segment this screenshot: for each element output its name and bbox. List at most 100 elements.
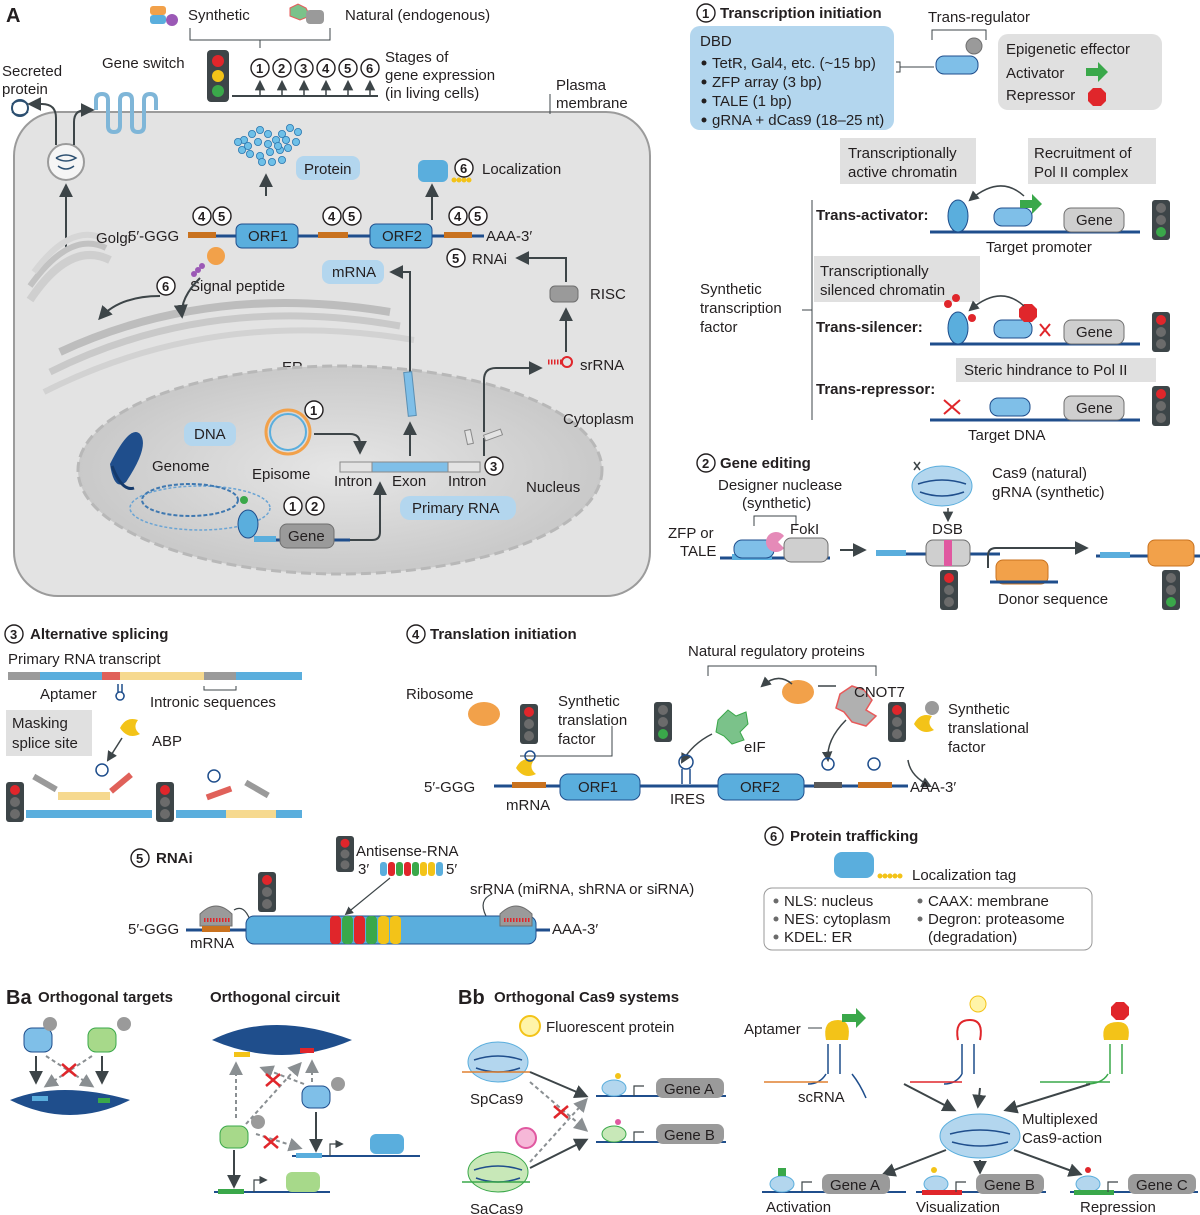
svg-text:transcription: transcription	[700, 300, 782, 317]
svg-text:SaCas9: SaCas9	[470, 1201, 523, 1215]
svg-text:ORF1: ORF1	[578, 779, 618, 796]
svg-text:Intron: Intron	[448, 473, 486, 490]
svg-text:5: 5	[474, 209, 481, 224]
activator-icon	[1086, 62, 1108, 82]
eif-icon	[715, 709, 749, 745]
svg-text:5: 5	[452, 251, 459, 266]
svg-text:Recruitment of: Recruitment of	[1034, 145, 1132, 162]
utr-stage-5-badge: 5	[342, 206, 362, 226]
target-site-segment	[342, 916, 353, 944]
svg-text:4: 4	[454, 209, 462, 224]
silencer-complex	[944, 294, 1051, 345]
orf2-box	[369, 223, 433, 249]
svg-text:4: 4	[322, 61, 330, 76]
ires-hairpin	[678, 754, 694, 770]
signal-peptide-icon	[191, 247, 225, 277]
svg-text:Gene B: Gene B	[664, 1127, 715, 1144]
primary-rna-intron-left	[339, 461, 373, 473]
svg-text:Gene: Gene	[1076, 400, 1113, 417]
activator-complex	[947, 185, 1042, 233]
primary-rna-exon	[371, 461, 449, 473]
svg-text:5′-GGG: 5′-GGG	[128, 228, 179, 245]
svg-text:5: 5	[218, 209, 225, 224]
risc-icon	[549, 285, 579, 303]
svg-text:Exon: Exon	[392, 473, 426, 490]
svg-text:Bb: Bb	[458, 987, 485, 1009]
svg-text:gene expression: gene expression	[385, 67, 495, 84]
stage-5-badge: 5	[338, 58, 358, 78]
target-site-segment	[390, 916, 401, 944]
spcas9-icon	[462, 1041, 530, 1083]
svg-text:Antisense-RNA: Antisense-RNA	[356, 843, 459, 860]
svg-text:Target promoter: Target promoter	[986, 239, 1092, 256]
traffic-light-off-icon	[6, 782, 24, 822]
gene-box-nucleus	[279, 523, 335, 549]
sacas9-icon	[462, 1151, 530, 1193]
svg-text:Gene: Gene	[1076, 324, 1113, 341]
stage-6-badge: 6	[360, 58, 380, 78]
gene-switch-label: Gene switch	[102, 55, 185, 72]
orf2-translation-box	[717, 773, 805, 801]
epigenetic-effector-box	[998, 34, 1162, 110]
svg-text:(in living cells): (in living cells)	[385, 85, 479, 102]
svg-text:6: 6	[770, 829, 777, 844]
svg-text:scRNA: scRNA	[798, 1089, 845, 1106]
svg-text:Ba: Ba	[6, 987, 32, 1009]
gene-a-target: Gene A	[596, 1073, 726, 1098]
svg-text:Repression: Repression	[1080, 1199, 1156, 1215]
svg-text:1: 1	[256, 61, 263, 76]
svg-text:Transcription initiation: Transcription initiation	[720, 5, 882, 22]
svg-text:Gene A: Gene A	[830, 1177, 880, 1194]
gene-transcription-machinery	[237, 496, 259, 539]
svg-text:Target DNA: Target DNA	[968, 427, 1046, 444]
stage-1-badge: 1	[250, 58, 270, 78]
svg-text:2: 2	[311, 499, 318, 514]
protein-icon	[233, 124, 302, 166]
traffic-light-on-icon	[654, 702, 672, 742]
stage-3-badge: 3	[294, 58, 314, 78]
svg-text:Multiplexed: Multiplexed	[1022, 1111, 1098, 1128]
foki-icon	[766, 532, 784, 553]
svg-text:Localization: Localization	[482, 161, 561, 178]
svg-text:6: 6	[460, 161, 467, 176]
fluorescent-protein-icon	[519, 1015, 541, 1037]
risc-bound-left	[199, 905, 233, 927]
svg-text:6: 6	[162, 279, 169, 294]
svg-text:Gene B: Gene B	[984, 1177, 1035, 1194]
svg-text:5′-GGG: 5′-GGG	[424, 779, 475, 796]
gene-box-activator	[1063, 207, 1125, 233]
orthogonal-circuit-diagram	[212, 1025, 420, 1194]
svg-text:Trans-activator:: Trans-activator:	[816, 207, 929, 224]
srrna-icon	[548, 356, 573, 368]
svg-text:Localization tag: Localization tag	[912, 867, 1016, 884]
trafficking-signal: NLS: nucleus	[784, 893, 873, 910]
primary-rna-intron-right	[447, 461, 481, 473]
svg-text:Aptamer: Aptamer	[40, 686, 97, 703]
synthetic-legend: Synthetic	[150, 6, 250, 26]
svg-text:Cas9 (natural): Cas9 (natural)	[992, 465, 1087, 482]
svg-text:3: 3	[10, 627, 17, 642]
secreted-protein-icon	[11, 99, 29, 117]
target-site-segment	[366, 916, 377, 944]
cas9-grna-icon	[911, 461, 973, 507]
svg-text:factor: factor	[948, 739, 986, 756]
svg-text:ZFP or: ZFP or	[668, 525, 714, 542]
svg-text:Primary RNA: Primary RNA	[412, 500, 500, 517]
orf1-box	[235, 223, 299, 249]
localization-tag-protein	[834, 852, 874, 878]
svg-text:Gene C: Gene C	[1136, 1177, 1188, 1194]
synthetic-translational-factor-icon	[914, 715, 934, 732]
svg-text:mRNA: mRNA	[190, 935, 234, 952]
svg-text:translational: translational	[948, 720, 1029, 737]
svg-text:5: 5	[344, 61, 351, 76]
utr-stage-4-badge: 4	[322, 206, 342, 226]
svg-text:5: 5	[136, 851, 143, 866]
svg-text:5′-GGG: 5′-GGG	[128, 921, 179, 938]
svg-text:gRNA (synthetic): gRNA (synthetic)	[992, 484, 1105, 501]
svg-text:RNAi: RNAi	[156, 850, 193, 867]
svg-text:Alternative splicing: Alternative splicing	[30, 626, 168, 643]
secretory-vesicle	[47, 143, 85, 181]
svg-text:(synthetic): (synthetic)	[742, 495, 811, 512]
